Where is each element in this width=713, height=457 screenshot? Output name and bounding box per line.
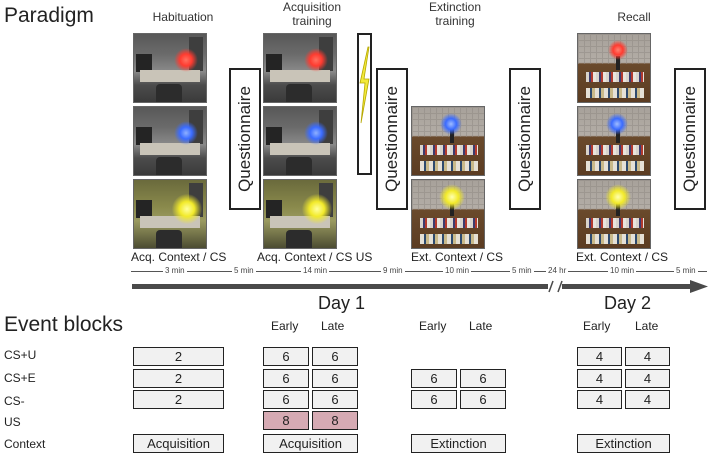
column-late: Late	[321, 319, 345, 333]
lightning-icon	[359, 46, 370, 124]
block-cell: 4	[625, 390, 670, 409]
block-cell: 6	[312, 390, 358, 409]
library-photo-yellow	[577, 179, 651, 249]
column-late: Late	[469, 319, 493, 333]
duration-label: 24 hr	[546, 266, 569, 275]
block-cell: 4	[577, 390, 622, 409]
block-cell: 2	[133, 390, 224, 409]
duration-label: 5 min	[232, 266, 256, 275]
event-blocks-heading: Event blocks	[4, 313, 124, 336]
library-photo-red	[577, 33, 651, 103]
row-label-cs-minus: CS-	[4, 394, 25, 408]
paradigm-heading: Paradigm	[4, 4, 94, 27]
block-cell: 6	[411, 369, 457, 388]
context-block: Acquisition	[133, 434, 224, 453]
block-cell: 6	[263, 347, 309, 366]
block-cell: 6	[263, 369, 309, 388]
questionnaire-box: Questionnaire	[229, 68, 261, 210]
context-label-extinction: Ext. Context / CS	[411, 250, 504, 264]
duration-label: 10 min	[608, 266, 637, 275]
phase-extinction: Extinction training	[428, 0, 482, 28]
column-early: Early	[271, 319, 299, 333]
column-early: Early	[583, 319, 611, 333]
column-early: Early	[419, 319, 447, 333]
duration-label: 14 min	[301, 266, 330, 275]
block-cell: 4	[577, 369, 622, 388]
phase-habituation: Habituation	[152, 10, 214, 24]
row-label-us: US	[4, 415, 21, 429]
context-block: Acquisition	[263, 434, 358, 453]
block-cell: 6	[460, 390, 506, 409]
questionnaire-box: Questionnaire	[509, 68, 541, 210]
block-cell: 4	[577, 347, 622, 366]
questionnaire-box: Questionnaire	[376, 68, 408, 210]
block-cell: 2	[133, 369, 224, 388]
us-block-cell: 8	[312, 411, 358, 430]
timeline-arrow	[132, 280, 708, 293]
library-photo-blue	[411, 106, 485, 176]
office-photo-yellow	[263, 179, 337, 249]
timeline-duration-line	[131, 271, 707, 272]
us-block-cell: 8	[263, 411, 309, 430]
block-cell: 2	[133, 347, 224, 366]
block-cell: 6	[460, 369, 506, 388]
questionnaire-label: Questionnaire	[515, 86, 534, 192]
row-label-context: Context	[4, 437, 46, 451]
block-cell: 6	[411, 390, 457, 409]
context-label-habituation: Acq. Context / CS	[131, 250, 227, 264]
duration-label: 5 min	[510, 266, 534, 275]
phase-acquisition: Acquisition training	[282, 0, 342, 28]
questionnaire-box: Questionnaire	[674, 68, 706, 210]
questionnaire-label: Questionnaire	[235, 86, 254, 192]
duration-label: 10 min	[443, 266, 472, 275]
context-block: Extinction	[411, 434, 506, 453]
office-photo-blue	[263, 106, 337, 176]
duration-label: 3 min	[163, 266, 187, 275]
questionnaire-label: Questionnaire	[382, 86, 401, 192]
block-cell: 6	[263, 390, 309, 409]
office-photo-blue	[133, 106, 207, 176]
us-strip	[357, 33, 372, 175]
block-cell: 6	[312, 347, 358, 366]
questionnaire-label: Questionnaire	[680, 86, 699, 192]
block-cell: 4	[625, 369, 670, 388]
context-label-recall: Ext. Context / CS	[576, 250, 669, 264]
duration-label: 9 min	[381, 266, 405, 275]
day-2-label: Day 2	[604, 293, 652, 313]
block-cell: 4	[625, 347, 670, 366]
context-block: Extinction	[577, 434, 670, 453]
context-label-acquisition: Acq. Context / CS US	[257, 250, 373, 264]
row-label-cs-plus-u: CS+U	[4, 348, 37, 362]
day-1-label: Day 1	[318, 293, 366, 313]
library-photo-yellow	[411, 179, 485, 249]
block-cell: 6	[312, 369, 358, 388]
row-label-cs-plus-e: CS+E	[4, 371, 36, 385]
column-late: Late	[635, 319, 659, 333]
office-photo-red	[263, 33, 337, 103]
office-photo-yellow	[133, 179, 207, 249]
library-photo-blue	[577, 106, 651, 176]
phase-recall: Recall	[617, 10, 651, 24]
office-photo-red	[133, 33, 207, 103]
duration-label: 5 min	[674, 266, 698, 275]
